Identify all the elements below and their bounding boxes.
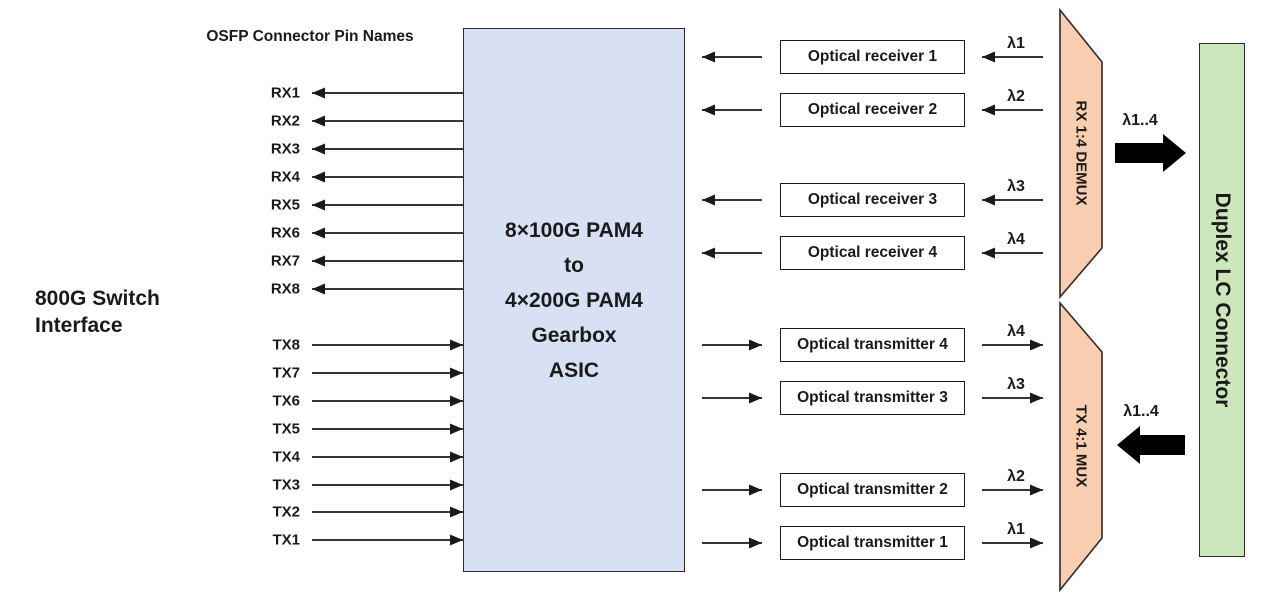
pin-label-rx8: RX8 xyxy=(270,280,300,298)
switch-interface-line2: Interface xyxy=(35,314,123,337)
pin-label-tx1: TX1 xyxy=(272,531,300,549)
pin-label-tx2: TX2 xyxy=(272,503,300,521)
duplex-lc-connector-label: Duplex LC Connector xyxy=(1211,192,1234,408)
optical-transmitter-1-box: Optical transmitter 1 xyxy=(780,526,965,560)
lambda-rx4-label: λ4 xyxy=(1007,231,1025,248)
pin-label-tx7: TX7 xyxy=(272,364,300,382)
rx-demux-shape xyxy=(1059,7,1103,300)
switch-interface-line1: 800G Switch xyxy=(35,287,160,310)
pin-label-rx3: RX3 xyxy=(270,140,300,158)
pin-label-rx6: RX6 xyxy=(270,224,300,242)
bundle-label-tx: λ1..4 xyxy=(1123,403,1159,420)
optical-receiver-4-box: Optical receiver 4 xyxy=(780,236,965,270)
optical-transmitter-4-box: Optical transmitter 4 xyxy=(780,328,965,362)
receiver-to-gearbox-arrows xyxy=(702,51,762,259)
transmitter-to-mux-arrows xyxy=(982,339,1043,549)
rx-pin-arrows xyxy=(312,87,463,295)
pin-label-rx5: RX5 xyxy=(270,196,300,214)
optical-receiver-2-box: Optical receiver 2 xyxy=(780,93,965,127)
tx-mux-shape xyxy=(1059,300,1103,593)
switch-interface-label: 800G Switch Interface xyxy=(35,285,160,339)
lambda-rx3-label: λ3 xyxy=(1007,178,1025,195)
optical-receiver-3-box: Optical receiver 3 xyxy=(780,183,965,217)
gearbox-line3: 4×200G PAM4 xyxy=(505,288,643,312)
pin-label-tx5: TX5 xyxy=(272,420,300,438)
pin-label-tx8: TX8 xyxy=(272,336,300,354)
fiber-bundle-arrow-right-icon xyxy=(1115,134,1186,172)
pin-label-rx4: RX4 xyxy=(270,168,300,186)
pin-label-rx2: RX2 xyxy=(270,112,300,130)
lambda-tx4-label: λ4 xyxy=(1007,323,1025,340)
optical-receiver-1-box: Optical receiver 1 xyxy=(780,40,965,74)
pin-label-tx4: TX4 xyxy=(272,448,300,466)
lambda-tx2-label: λ2 xyxy=(1007,468,1025,485)
lambda-tx3-label: λ3 xyxy=(1007,376,1025,393)
tx-pin-arrows xyxy=(312,339,463,546)
gearbox-line5: ASIC xyxy=(548,358,600,382)
duplex-lc-connector-box xyxy=(1199,43,1245,557)
gearbox-to-transmitter-arrows xyxy=(702,339,762,549)
rx-demux-label: RX 1:4 DEMUX xyxy=(1072,100,1090,206)
lambda-tx1-label: λ1 xyxy=(1007,521,1025,538)
bundle-label-rx: λ1..4 xyxy=(1122,112,1158,129)
tx-mux-label: TX 4:1 MUX xyxy=(1072,404,1090,488)
pin-label-rx1: RX1 xyxy=(270,84,300,102)
gearbox-line1: 8×100G PAM4 xyxy=(505,218,643,242)
lambda-rx1-label: λ1 xyxy=(1007,35,1025,52)
lambda-rx2-label: λ2 xyxy=(1007,88,1025,105)
gearbox-asic-box: 8×100G PAM4 to 4×200G PAM4 Gearbox ASIC xyxy=(463,28,685,572)
optical-transmitter-3-box: Optical transmitter 3 xyxy=(780,381,965,415)
pin-label-tx6: TX6 xyxy=(272,392,300,410)
pin-label-tx3: TX3 xyxy=(272,476,300,494)
gearbox-line2: to xyxy=(564,253,584,277)
demux-to-receiver-arrows xyxy=(982,51,1043,259)
pin-label-rx7: RX7 xyxy=(270,252,300,270)
fiber-bundle-arrow-left-icon xyxy=(1117,426,1185,464)
optical-transmitter-2-box: Optical transmitter 2 xyxy=(780,473,965,507)
osfp-pin-names-title: OSFP Connector Pin Names xyxy=(206,28,414,45)
gearbox-line4: Gearbox xyxy=(531,323,617,347)
